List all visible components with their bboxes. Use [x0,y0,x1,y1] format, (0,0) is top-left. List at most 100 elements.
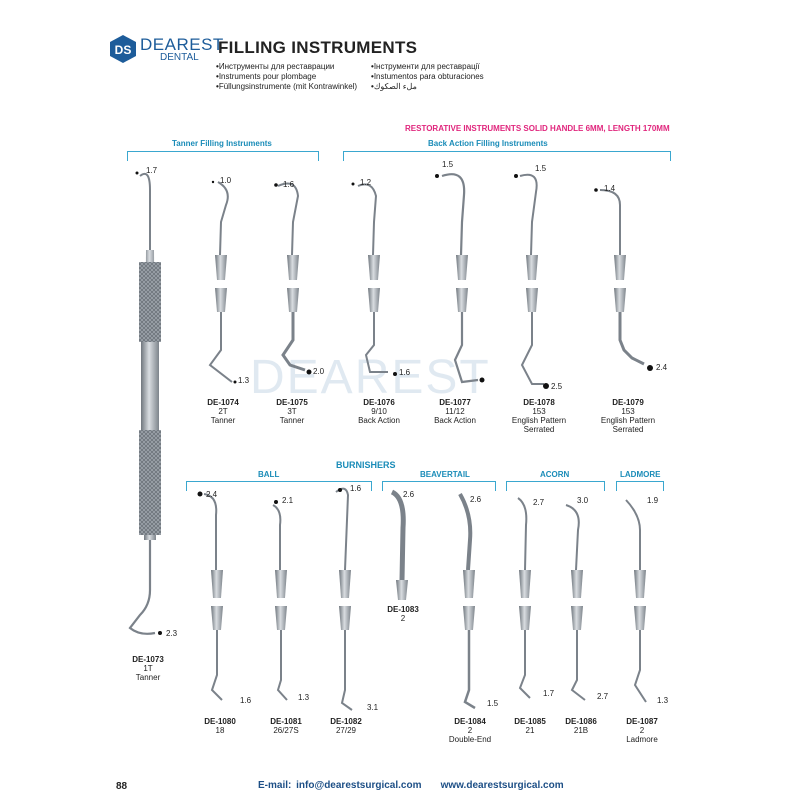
size-label: 2.1 [282,496,294,505]
logo-mark-icon: DS [110,35,136,63]
product-caption-de-1085: DE-1085 21 [514,717,565,735]
size-label: 1.6 [399,368,411,377]
page-number: 88 [116,781,128,792]
contact-email: E-mail: info@dearestsurgical.com [258,780,422,791]
size-label: 1.3 [298,693,310,702]
instrument-de-1073 [128,172,161,635]
contact-line: E-mail: info@dearestsurgical.com www.dea… [258,780,564,791]
instrument-de-1083 [390,489,408,600]
instrument-de-1086 [565,504,586,701]
product-caption-de-1077: DE-1077 11/12 Back Action [434,398,490,425]
brand-subname: DENTAL [160,52,199,63]
size-label: 1.4 [604,184,616,193]
size-label: 2.7 [533,498,545,507]
product-caption-de-1084: DE-1084 2 Double-End [449,717,505,744]
product-line: 9/10 [371,407,387,416]
instrument-de-1077 [441,173,479,384]
size-label: 2.6 [470,495,482,504]
product-code: DE-1074 [207,398,239,407]
group-label-beavertail: BEAVERTAIL [420,470,470,479]
product-line: 18 [215,726,225,735]
product-code: DE-1073 [132,655,164,664]
product-line: English Pattern [511,416,567,425]
bracket-ball [186,481,372,491]
size-label: 2.7 [597,692,609,701]
product-caption-de-1083: DE-1083 2 [387,605,438,623]
product-caption-de-1073: DE-1073 1T Tanner [132,655,183,682]
page-title: FILLING INSTRUMENTS [218,38,418,57]
product-code: DE-1077 [439,398,471,407]
product-code: DE-1087 [626,717,658,726]
size-label: 1.5 [535,164,547,173]
size-label: 2.4 [206,490,218,499]
watermark-text: DEAREST [250,351,491,404]
group-label-tanner: Tanner Filling Instruments [172,139,272,148]
size-label: 1.7 [543,689,555,698]
product-line: 27/29 [335,726,357,735]
bracket-tanner [127,151,319,161]
size-label: 1.2 [360,178,372,187]
watermark: DEAREST [250,350,491,405]
bracket-acorn [506,481,605,491]
product-code: DE-1079 [612,398,644,407]
product-caption-de-1086: DE-1086 21B [565,717,616,735]
instrument-de-1082 [335,487,353,711]
subtitle-ar: ملء الصكوك [371,82,417,92]
product-caption-de-1087: DE-1087 2 Ladmore [626,717,677,744]
product-code: DE-1081 [270,717,302,726]
product-line: 3T [287,407,297,416]
product-line: Back Action [358,416,400,425]
size-label: 1.6 [240,696,252,705]
subtitle-uk: Інструменти для реставрації [371,62,480,72]
bracket-ladmore [616,481,664,491]
instrument-de-1084 [458,493,476,710]
headline: RESTORATIVE INSTRUMENTS SOLID HANDLE 6MM… [405,124,670,133]
size-label: 2.4 [656,363,668,372]
size-label: 3.0 [577,496,589,505]
product-caption-de-1079: DE-1079 153 English Pattern Serrated [601,398,663,434]
instrument-de-1085 [517,497,531,699]
product-line: 11/12 [445,407,465,416]
product-caption-de-1076: DE-1076 9/10 Back Action [358,398,414,425]
subtitle-de: Füllungsinstrumente (mit Kontrawinkel) [216,82,357,92]
brand-logo: DS DEAREST DENTAL [108,34,223,64]
product-line: 21B [573,726,589,735]
instrument-de-1074 [208,181,233,383]
product-code: DE-1082 [330,717,362,726]
size-label: 2.3 [166,629,178,638]
product-line: Tanner [135,673,161,682]
subtitle-es: Instumentos para obturaciones [371,72,484,82]
size-label: 1.7 [146,166,158,175]
instrument-de-1081 [272,504,288,701]
product-line: Back Action [434,416,476,425]
product-line: Tanner [279,416,305,425]
size-label: 2.5 [551,382,563,391]
group-label-back-action: Back Action Filling Instruments [428,139,548,148]
instrument-de-1087 [625,499,647,703]
burnishers-title: BURNISHERS [336,460,396,470]
group-label-ball: BALL [258,470,280,479]
size-label: 2.6 [403,490,415,499]
size-label: 2.0 [313,367,325,376]
size-label: 3.1 [367,703,379,712]
bracket-back-action [343,151,671,161]
product-line: 2 [639,726,645,735]
size-label: 1.0 [220,176,232,185]
group-label-acorn: ACORN [540,470,570,479]
product-line: Serrated [612,425,644,434]
size-label: 1.5 [442,160,454,169]
product-code: DE-1086 [565,717,597,726]
size-label: 1.6 [283,180,295,189]
product-line: 26/27S [273,726,299,735]
bracket-beavertail [382,481,496,491]
product-code: DE-1084 [454,717,486,726]
size-label: 1.3 [238,376,250,385]
product-caption-de-1074: DE-1074 2T Tanner [207,398,258,425]
product-code: DE-1078 [523,398,555,407]
product-line: 2 [400,614,406,623]
product-line: Ladmore [626,735,658,744]
svg-text:DS: DS [115,43,132,57]
product-line: 153 [532,407,546,416]
size-label: 1.5 [487,699,499,708]
